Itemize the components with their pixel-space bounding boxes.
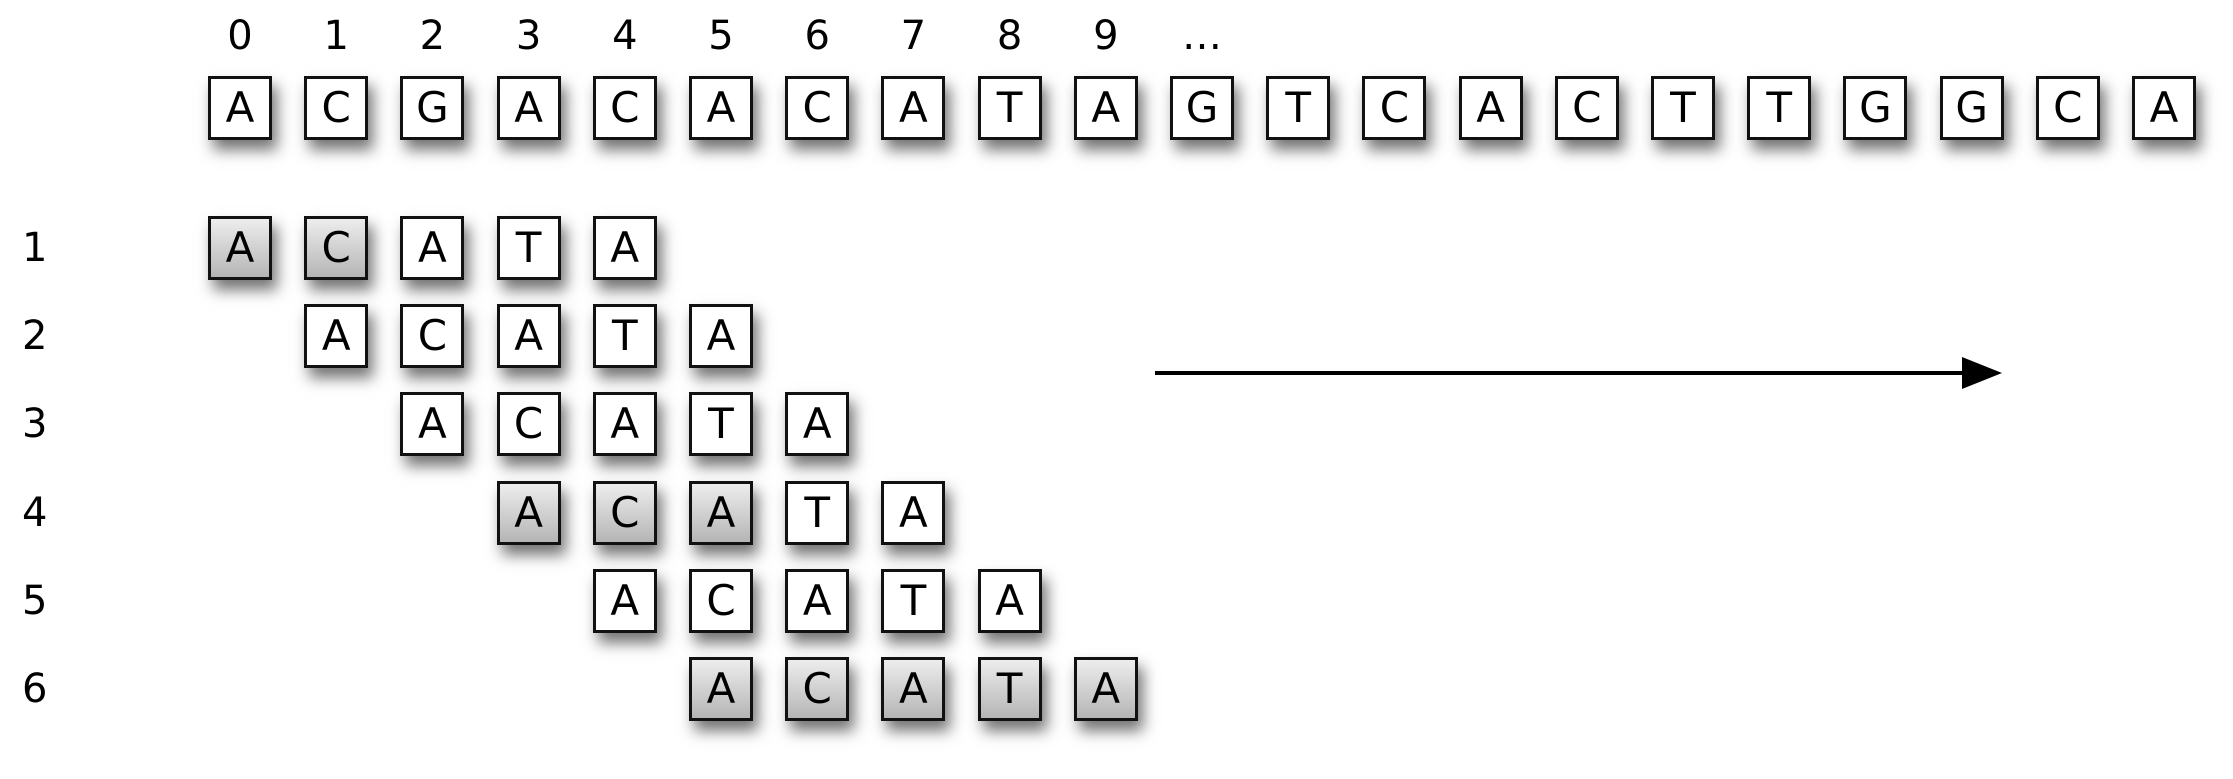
text-cell: A: [2132, 76, 2196, 140]
index-label: 0: [227, 13, 253, 59]
pattern-cell: A: [400, 392, 465, 457]
pattern-cell: A: [592, 568, 657, 633]
pattern-cell-matched: A: [1073, 657, 1138, 721]
pattern-cell-matched: A: [208, 216, 272, 280]
text-cell: G: [1939, 76, 2004, 140]
alignment-row-label: 4: [22, 489, 48, 536]
index-label: …: [1182, 13, 1222, 59]
text-cell: C: [1554, 76, 1619, 140]
text-cell: G: [400, 76, 465, 140]
index-label: 6: [804, 13, 830, 59]
text-cell: A: [208, 76, 272, 140]
pattern-cell: A: [785, 568, 850, 633]
index-label: 5: [708, 13, 734, 59]
pattern-cell: T: [785, 480, 850, 545]
pattern-cell: T: [689, 392, 753, 457]
index-label: 8: [996, 13, 1023, 59]
text-cell: C: [1362, 76, 1427, 140]
text-cell: A: [881, 76, 946, 140]
index-label: 1: [323, 13, 349, 59]
text-cell: A: [1458, 76, 1523, 140]
pattern-cell: C: [496, 392, 561, 457]
index-label: 4: [612, 13, 638, 59]
pattern-cell-matched: C: [304, 216, 369, 280]
pattern-cell: A: [785, 392, 850, 457]
text-cell: G: [1843, 76, 1908, 140]
index-label: 7: [900, 13, 927, 59]
text-cell: T: [1651, 76, 1715, 140]
text-cell: A: [689, 76, 753, 140]
pattern-cell-matched: A: [689, 657, 753, 721]
pattern-cell: C: [689, 568, 753, 633]
text-cell: T: [977, 76, 1042, 140]
pattern-cell-matched: T: [977, 657, 1042, 721]
text-cell: C: [785, 76, 850, 140]
text-cell: T: [1266, 76, 1331, 140]
pattern-cell: A: [400, 216, 465, 280]
alignment-row-label: 3: [22, 401, 48, 448]
text-cell: A: [496, 76, 561, 140]
index-label: 9: [1093, 13, 1119, 59]
alignment-row-label: 5: [22, 577, 48, 624]
pattern-cell: A: [592, 216, 657, 280]
alignment-row-label: 1: [22, 225, 48, 271]
text-cell: C: [592, 76, 657, 140]
pattern-cell-matched: C: [592, 480, 657, 545]
pattern-cell: A: [496, 304, 561, 369]
pattern-cell: T: [592, 304, 657, 369]
index-label: 3: [515, 13, 542, 59]
index-label: 2: [419, 13, 446, 59]
pattern-cell: C: [400, 304, 465, 369]
text-cell: G: [1170, 76, 1234, 140]
pattern-cell: A: [881, 480, 946, 545]
pattern-cell: A: [304, 304, 369, 369]
alignment-row-label: 2: [22, 313, 48, 360]
pattern-cell: T: [881, 568, 946, 633]
pattern-cell: T: [496, 216, 561, 280]
text-cell: C: [304, 76, 369, 140]
pattern-cell-matched: C: [785, 657, 850, 721]
pattern-cell-matched: A: [881, 657, 946, 721]
pattern-cell: A: [689, 304, 753, 369]
pattern-cell: A: [977, 568, 1042, 633]
alignment-row-label: 6: [22, 666, 48, 712]
text-cell: A: [1073, 76, 1138, 140]
text-cell: C: [2035, 76, 2100, 140]
pattern-cell-matched: A: [496, 480, 561, 545]
text-cell: T: [1747, 76, 1812, 140]
pattern-cell-matched: A: [689, 480, 753, 545]
pattern-cell: A: [592, 392, 657, 457]
